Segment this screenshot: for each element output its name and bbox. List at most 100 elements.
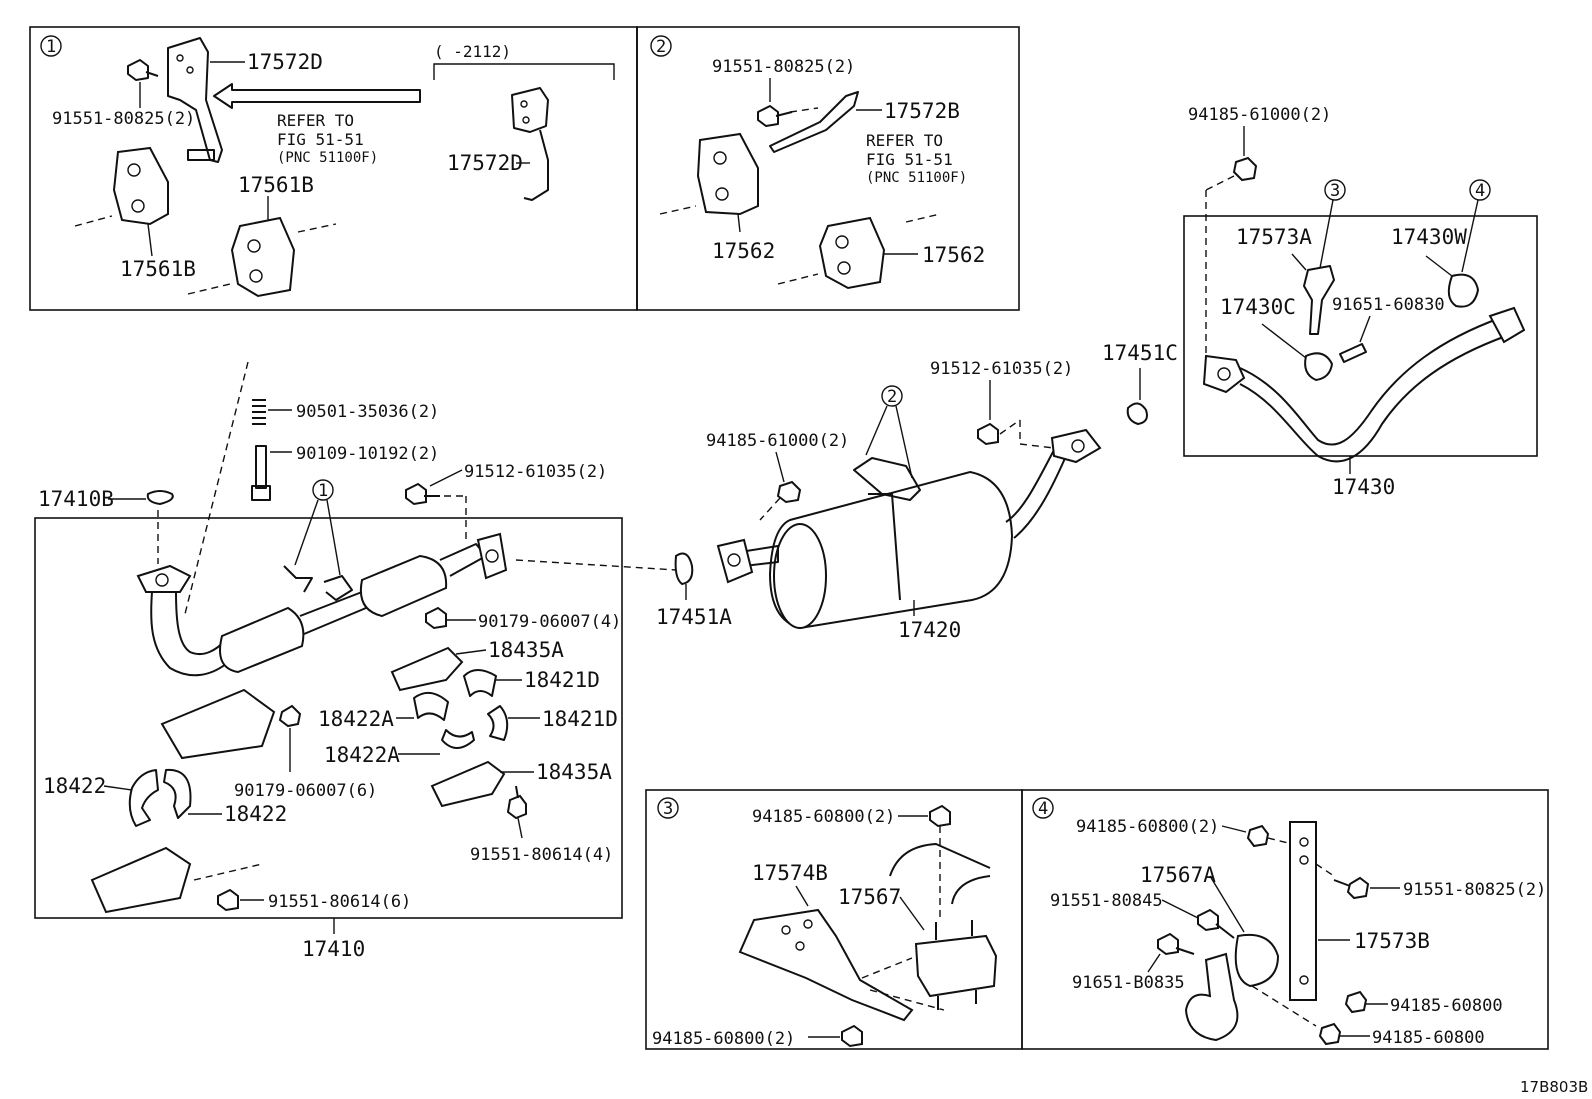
part-label-17572D: 17572D (247, 50, 323, 74)
part-label-18421D-b: 18421D (542, 707, 618, 731)
part-label-90501-35036: 90501-35036(2) (296, 402, 439, 422)
bracket-17574B (738, 908, 914, 1022)
part-label-17430W: 17430W (1391, 225, 1467, 249)
rubber-hanger-17561B-upper (112, 146, 169, 226)
bracket-17573B (1289, 821, 1317, 1001)
refer-note-1-line2: FIG 51-51 (277, 130, 364, 149)
gasket-17451C (1126, 402, 1148, 426)
date-range-note: ( -2112) (434, 42, 511, 61)
detail-box-3 (645, 789, 1023, 1050)
part-label-17420: 17420 (898, 618, 961, 642)
part-label-17561B-a: 17561B (120, 257, 196, 281)
part-label-94185-61000-a: 94185-61000(2) (1188, 105, 1331, 125)
front-pipe-assembly-box (34, 517, 623, 919)
bolt-90109-10192 (251, 445, 271, 501)
front-exhaust-pipe (136, 532, 508, 677)
band-18421D-lower (487, 705, 509, 741)
nut-94185-60800-s4a (1246, 824, 1270, 848)
part-label-17451C: 17451C (1102, 341, 1178, 365)
part-label-17573B: 17573B (1354, 929, 1430, 953)
clamp-bracket-s4 (1184, 952, 1239, 1042)
part-label-17430C: 17430C (1220, 295, 1296, 319)
part-label-17572B: 17572B (884, 99, 960, 123)
heat-insulator-upper-main (160, 688, 276, 760)
part-label-17574B: 17574B (752, 861, 828, 885)
callout-marker-2: 2 (865, 385, 913, 479)
part-label-17573A: 17573A (1236, 225, 1312, 249)
part-label-91551-80825-s4: 91551-80825(2) (1403, 880, 1546, 900)
svg-text:1: 1 (318, 481, 328, 501)
part-label-17410B: 17410B (38, 487, 114, 511)
nut-94185-60800-s3a (929, 804, 951, 828)
hanger-bracket-17572D-alt (511, 87, 549, 201)
part-label-94185-60800-s3a: 94185-60800(2) (752, 807, 895, 827)
part-label-91651-B0835: 91651-B0835 (1072, 973, 1185, 993)
body-frame-outline (889, 843, 991, 905)
rubber-17430C (1304, 352, 1334, 382)
part-label-17451A: 17451A (656, 605, 732, 629)
part-label-17430: 17430 (1332, 475, 1395, 499)
part-label-17567: 17567 (838, 885, 901, 909)
part-label-17410: 17410 (302, 937, 365, 961)
section-number-2: 2 (656, 37, 666, 57)
part-label-17567A: 17567A (1140, 863, 1216, 887)
svg-text:4: 4 (1475, 181, 1485, 201)
refer-note-2-line3: (PNC 51100F) (866, 170, 967, 186)
rubber-mount-17567A (1234, 934, 1280, 988)
tail-pipe-17430 (1202, 306, 1526, 463)
refer-note-2-line2: FIG 51-51 (866, 150, 953, 169)
part-label-90179-06007-6: 90179-06007(6) (234, 781, 377, 801)
callout-marker-4: 4 (1461, 179, 1491, 273)
part-label-91651-60830: 91651-60830 (1332, 295, 1445, 315)
callout-marker-3: 3 (1319, 179, 1346, 269)
callout-marker-1: 1 (294, 479, 341, 576)
part-label-94185-60800-s3b: 94185-60800(2) (652, 1029, 795, 1049)
part-label-18422A-a: 18422A (318, 707, 394, 731)
part-label-90109-10192: 90109-10192(2) (296, 444, 439, 464)
nut-94185-61000-b (776, 480, 802, 504)
tail-pipe-assembly-box (1183, 215, 1538, 457)
band-18421D-upper (463, 669, 497, 697)
part-label-91551-80845: 91551-80845 (1050, 891, 1163, 911)
refer-arrow (213, 83, 421, 109)
nut-94185-60800-s4b (1344, 990, 1368, 1014)
refer-note-1-line3: (PNC 51100F) (277, 150, 378, 166)
part-label-91551-80825-s2: 91551-80825(2) (712, 57, 855, 77)
part-label-18421D-a: 18421D (524, 668, 600, 692)
part-label-91551-80614-4: 91551-80614(4) (470, 845, 613, 865)
spring-90501-35036 (252, 399, 266, 425)
part-label-94185-60800-s4a: 94185-60800(2) (1076, 817, 1219, 837)
part-label-17562-b: 17562 (922, 243, 985, 267)
part-label-18422-a: 18422 (43, 774, 106, 798)
section-number-3: 3 (663, 799, 673, 819)
nut-90179-06007-4 (425, 606, 447, 630)
hanger-bracket-17572B (769, 91, 859, 153)
part-label-91551-80614-6: 91551-80614(6) (268, 892, 411, 912)
band-18422-left (128, 769, 159, 827)
bolt-91651-B0835 (1157, 932, 1179, 956)
bolt-91512-61035-a (977, 422, 999, 446)
bolt-91551-80825-s4 (1346, 876, 1370, 900)
detail-box-2 (636, 26, 1020, 311)
section-marker-1: 1 (40, 35, 62, 57)
muffler-17420 (716, 428, 1102, 630)
rubber-hanger-17561B-lower (230, 216, 296, 298)
nut-94185-60800-s4c (1318, 1022, 1342, 1046)
part-label-91551-80825-s1: 91551-80825(2) (52, 109, 195, 129)
part-label-94185-60800-s4c: 94185-60800 (1372, 1028, 1485, 1048)
part-label-94185-60800-s4b: 94185-60800 (1390, 996, 1503, 1016)
hanger-bracket-17572D (167, 37, 223, 163)
bracket-17573A (1303, 265, 1335, 335)
mount-17567 (914, 934, 998, 998)
gasket-17410B (146, 490, 174, 506)
part-label-90179-06007-4: 90179-06007(4) (478, 612, 621, 632)
part-label-91512-61035-a: 91512-61035(2) (930, 359, 1073, 379)
bolt-91551-80614-4 (506, 794, 527, 820)
bolt-91551-80825 (127, 59, 159, 81)
figure-code: 17B803B (1520, 1078, 1588, 1096)
section-marker-3: 3 (657, 797, 679, 819)
refer-note-2-line1: REFER TO (866, 131, 943, 150)
heat-insulator-18435A-lower (430, 760, 506, 808)
svg-text:3: 3 (1330, 181, 1340, 201)
